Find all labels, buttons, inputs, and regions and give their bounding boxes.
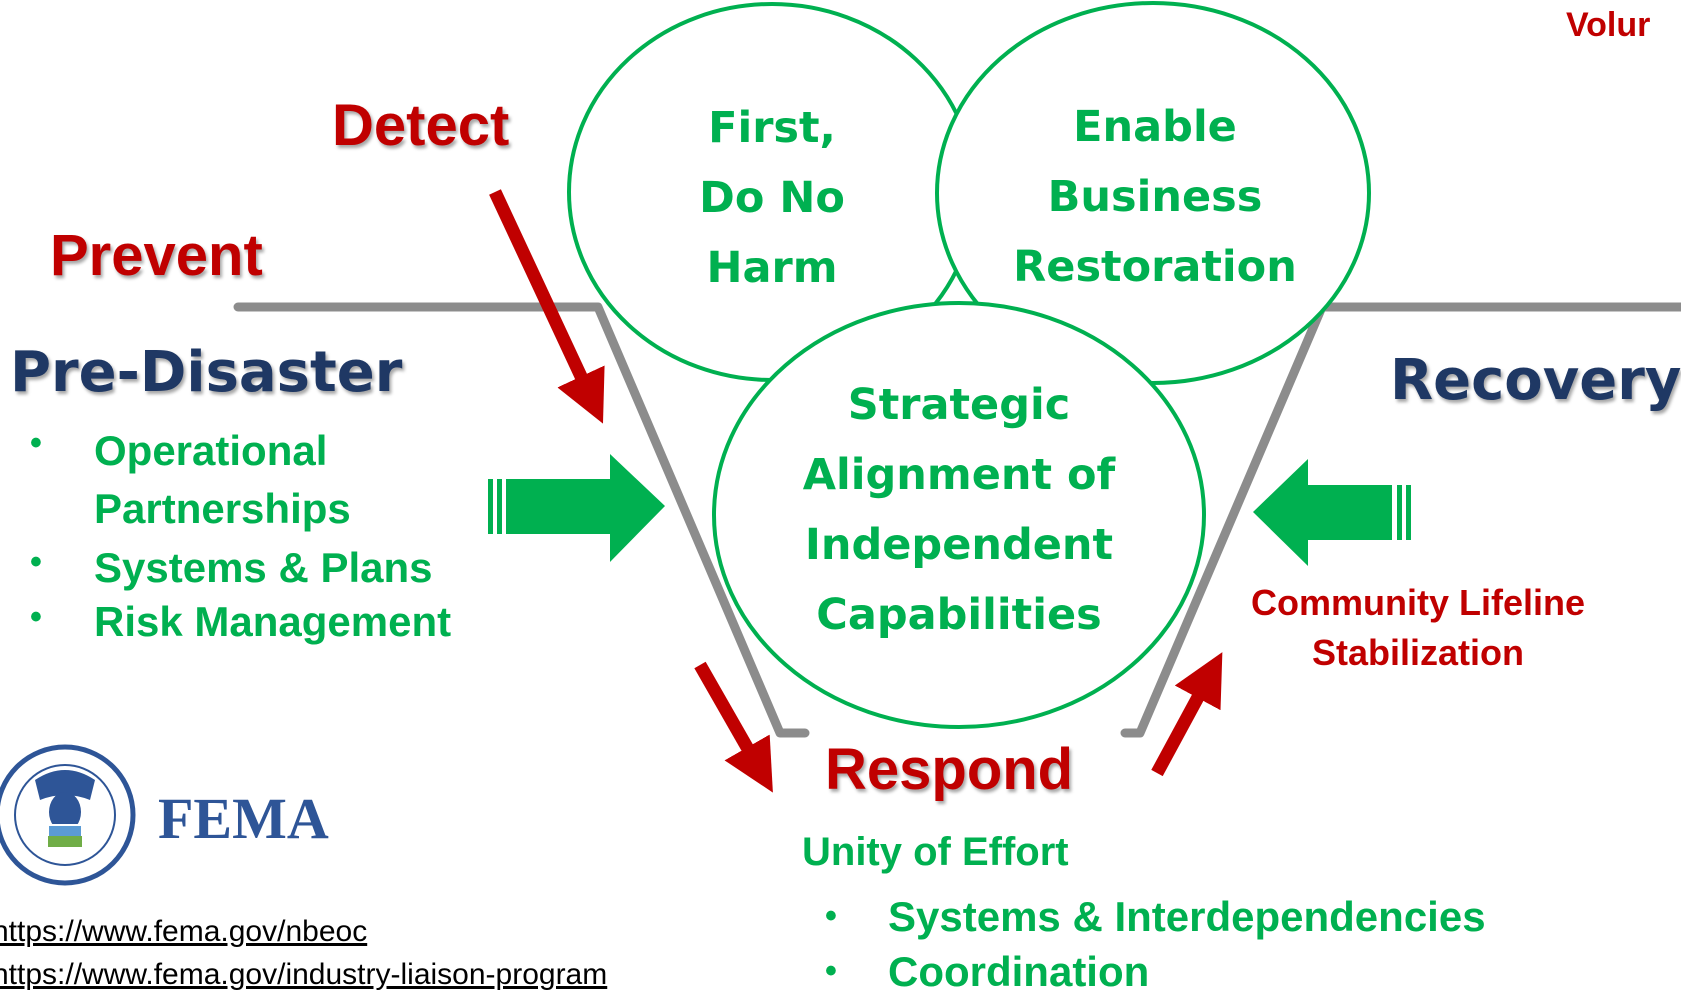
list-item-partnerships: Partnerships bbox=[94, 485, 351, 532]
community-lifeline-text: Community Lifeline Stabilization bbox=[1218, 582, 1618, 674]
enable-line-3: Restoration bbox=[1013, 242, 1297, 292]
list-item-risk-management: Risk Management bbox=[94, 598, 452, 645]
bullet-respond-1: • bbox=[825, 897, 837, 935]
link-nbeoc[interactable]: https://www.fema.gov/nbeoc bbox=[0, 915, 368, 948]
funnel-line-right bbox=[1120, 302, 1681, 738]
strategic-line-3: Independent bbox=[804, 520, 1114, 570]
respond-heading: Respond bbox=[825, 737, 1074, 802]
enable-line-1: Enable bbox=[1073, 102, 1237, 152]
strategic-line-2: Alignment of bbox=[802, 450, 1116, 500]
dhs-seal bbox=[0, 744, 136, 886]
recovery-heading: Recovery bbox=[1390, 348, 1681, 413]
detect-heading: Detect bbox=[332, 93, 510, 158]
first-line-2: Do No bbox=[699, 173, 845, 223]
funnel-line bbox=[233, 302, 810, 738]
community-line-1: Community Lifeline bbox=[1250, 582, 1586, 623]
respond-up-arrow bbox=[1151, 652, 1223, 777]
enable-business-text: Enable Business Restoration bbox=[990, 92, 1320, 302]
respond-item-coordination: Coordination bbox=[888, 948, 1150, 995]
green-arrow-left bbox=[1253, 459, 1411, 566]
bullet-3: • bbox=[30, 598, 42, 636]
circle-strategic-alignment bbox=[712, 301, 1206, 729]
bullet-1: • bbox=[30, 424, 42, 462]
enable-line-2: Business bbox=[1047, 172, 1263, 222]
bullet-respond-2: • bbox=[825, 952, 837, 990]
green-arrow-right bbox=[488, 454, 665, 562]
community-line-2: Stabilization bbox=[1311, 632, 1524, 673]
first-do-no-harm-text: First, Do No Harm bbox=[622, 93, 922, 303]
fema-logo-text: FEMA bbox=[158, 786, 329, 851]
bullet-2: • bbox=[30, 543, 42, 581]
first-line-1: First, bbox=[708, 103, 836, 153]
list-item-systems-plans: Systems & Plans bbox=[94, 544, 433, 591]
prevent-heading: Prevent bbox=[50, 223, 263, 288]
strategic-alignment-text: Strategic Alignment of Independent Capab… bbox=[769, 370, 1149, 650]
link-industry-liaison[interactable]: https://www.fema.gov/industry-liaison-pr… bbox=[0, 958, 608, 991]
respond-down-arrow bbox=[694, 661, 773, 793]
respond-item-systems: Systems & Interdependencies bbox=[888, 893, 1486, 940]
detect-arrow bbox=[489, 189, 605, 424]
first-line-3: Harm bbox=[706, 243, 838, 293]
pre-disaster-heading: Pre-Disaster bbox=[10, 340, 403, 405]
top-right-fragment: Volur bbox=[1566, 6, 1651, 44]
strategic-line-1: Strategic bbox=[847, 380, 1071, 430]
list-item-operational: Operational bbox=[94, 427, 328, 474]
strategic-line-4: Capabilities bbox=[816, 590, 1102, 640]
unity-of-effort: Unity of Effort bbox=[802, 830, 1069, 874]
